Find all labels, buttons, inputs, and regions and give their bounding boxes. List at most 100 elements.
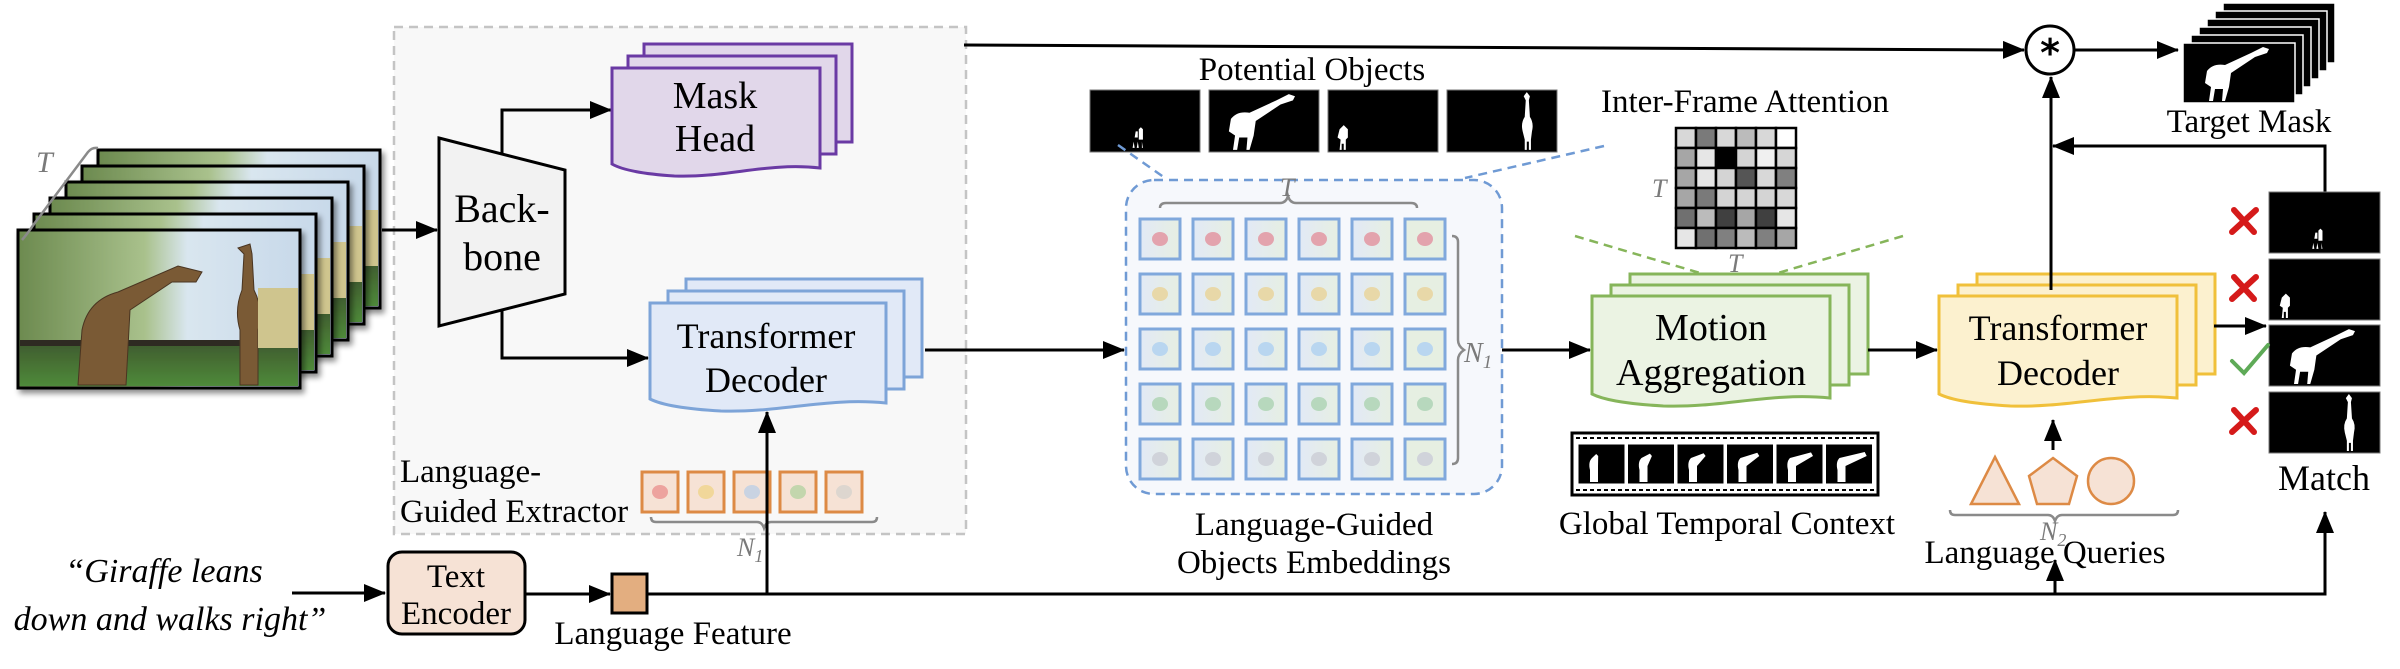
extractor-label-2: Guided Extractor [400, 494, 628, 530]
mask-head-label-1: Mask [673, 75, 757, 117]
mask-head-stack [610, 42, 854, 178]
attention-cell [1754, 126, 1778, 150]
potential-objects-label: Potential Objects [1199, 52, 1425, 88]
embeddings-label-1: Language-Guided [1195, 507, 1434, 543]
attention-cell [1774, 126, 1798, 150]
mask-head-label-2: Head [675, 118, 755, 160]
film-giraffe [1589, 454, 1599, 482]
potential-object-thumbnails [1089, 89, 1558, 153]
film-giraffe [1638, 453, 1652, 482]
text-encoder-label-2: Encoder [401, 596, 511, 632]
input-video-frames [16, 148, 382, 390]
film-giraffe [1688, 453, 1706, 482]
match-candidate [2268, 324, 2381, 387]
attention-cell [1674, 226, 1698, 250]
embedding-dot [1417, 287, 1433, 301]
attention-cell [1694, 166, 1718, 190]
video-frame [16, 228, 302, 390]
language-feature-label: Language Feature [554, 616, 791, 652]
frames-count-symbol: T [36, 146, 55, 179]
attention-cell [1694, 206, 1718, 230]
feature-to-match-line [647, 511, 2334, 596]
global-temporal-context-filmstrip [1570, 431, 1880, 497]
transformer-decoder-stack [648, 277, 924, 413]
language-query-triangle [1968, 454, 2022, 506]
motion-label-2: Aggregation [1616, 352, 1806, 394]
attention-cell [1734, 146, 1758, 170]
embedding-dot [1364, 232, 1380, 246]
target-mask-layer [2182, 42, 2296, 104]
backbone-block [437, 136, 567, 328]
embedding-cell [1403, 382, 1447, 426]
accept-check-icon [2230, 343, 2270, 376]
embeddings-label-2: Objects Embeddings [1177, 545, 1451, 581]
attention-cell [1674, 166, 1698, 190]
object-query-dot [698, 485, 714, 499]
embedding-dot [1258, 342, 1274, 356]
embedding-dot [1417, 232, 1433, 246]
frames-brace [21, 146, 99, 241]
film-frame [1726, 443, 1774, 485]
embedding-dot [1417, 342, 1433, 356]
attention-cell [1674, 146, 1698, 170]
attention-col-symbol: T [1728, 249, 1744, 278]
object-query-dot [652, 485, 668, 499]
embedding-dot [1311, 287, 1327, 301]
target-mask-label: Target Mask [2167, 104, 2332, 140]
film-giraffe [1737, 452, 1760, 482]
match-label: Match [2278, 458, 2370, 498]
object-query-dot [790, 485, 806, 499]
input-sentence-line-2: down and walks right” [14, 601, 327, 638]
film-frame [1676, 443, 1725, 485]
decoder-label-1: Transformer [677, 316, 856, 356]
attention-cell [1754, 186, 1778, 210]
object-query-dot [836, 485, 852, 499]
attention-cell [1714, 226, 1738, 250]
match-to-decoder-feedback-arrow [2052, 137, 2327, 192]
attention-row-symbol: T [1652, 174, 1668, 203]
attention-cell [1694, 146, 1718, 170]
operator-symbol: * [2040, 31, 2060, 75]
attention-cell [1674, 186, 1698, 210]
decoder-front-layer [648, 301, 888, 413]
match-candidate [2268, 391, 2381, 454]
embedding-dot [1152, 232, 1168, 246]
object-queries-row [640, 470, 864, 514]
film-frame [1577, 443, 1626, 485]
language-queries-label: Language Queries [1925, 535, 2166, 571]
attention-cell [1714, 146, 1738, 170]
attention-cell [1774, 186, 1798, 210]
match-candidate [2268, 191, 2381, 254]
queries-count-label: N1 [736, 533, 763, 566]
final-transformer-decoder-stack [1937, 272, 2217, 408]
final-decoder-label-2: Decoder [1997, 353, 2119, 393]
attention-cell [1714, 166, 1738, 190]
zoom-line-left [1117, 143, 1166, 180]
backbone-to-decoder-arrow [500, 310, 649, 367]
embeddings-time-brace [1158, 191, 1419, 209]
potential-object-small-object-mask [1089, 89, 1201, 153]
embedding-dot [1205, 287, 1221, 301]
attention-cell [1754, 146, 1778, 170]
attention-cell [1774, 206, 1798, 230]
attention-cell [1674, 126, 1698, 150]
embedding-dot [1152, 342, 1168, 356]
motion-front-layer [1590, 294, 1832, 408]
global-context-label: Global Temporal Context [1559, 506, 1895, 542]
attention-zoom-line-right [1777, 234, 1904, 275]
mask-head-front-layer [610, 66, 822, 178]
embedding-dot [1152, 397, 1168, 411]
language-query-pentagon [2027, 456, 2079, 506]
attention-cell [1754, 226, 1778, 250]
motion-aggregation-stack [1590, 272, 1870, 408]
attention-cell [1734, 186, 1758, 210]
object-query-dot [744, 485, 760, 499]
embedding-dot [1311, 342, 1327, 356]
potential-object-leaning-giraffe-mask [1208, 89, 1320, 153]
queries-brace [649, 516, 879, 532]
film-frame [1627, 443, 1675, 485]
language-queries-count: N2 [2039, 517, 2066, 550]
text-encoder-label-1: Text [427, 559, 485, 595]
embedding-dot [1364, 287, 1380, 301]
